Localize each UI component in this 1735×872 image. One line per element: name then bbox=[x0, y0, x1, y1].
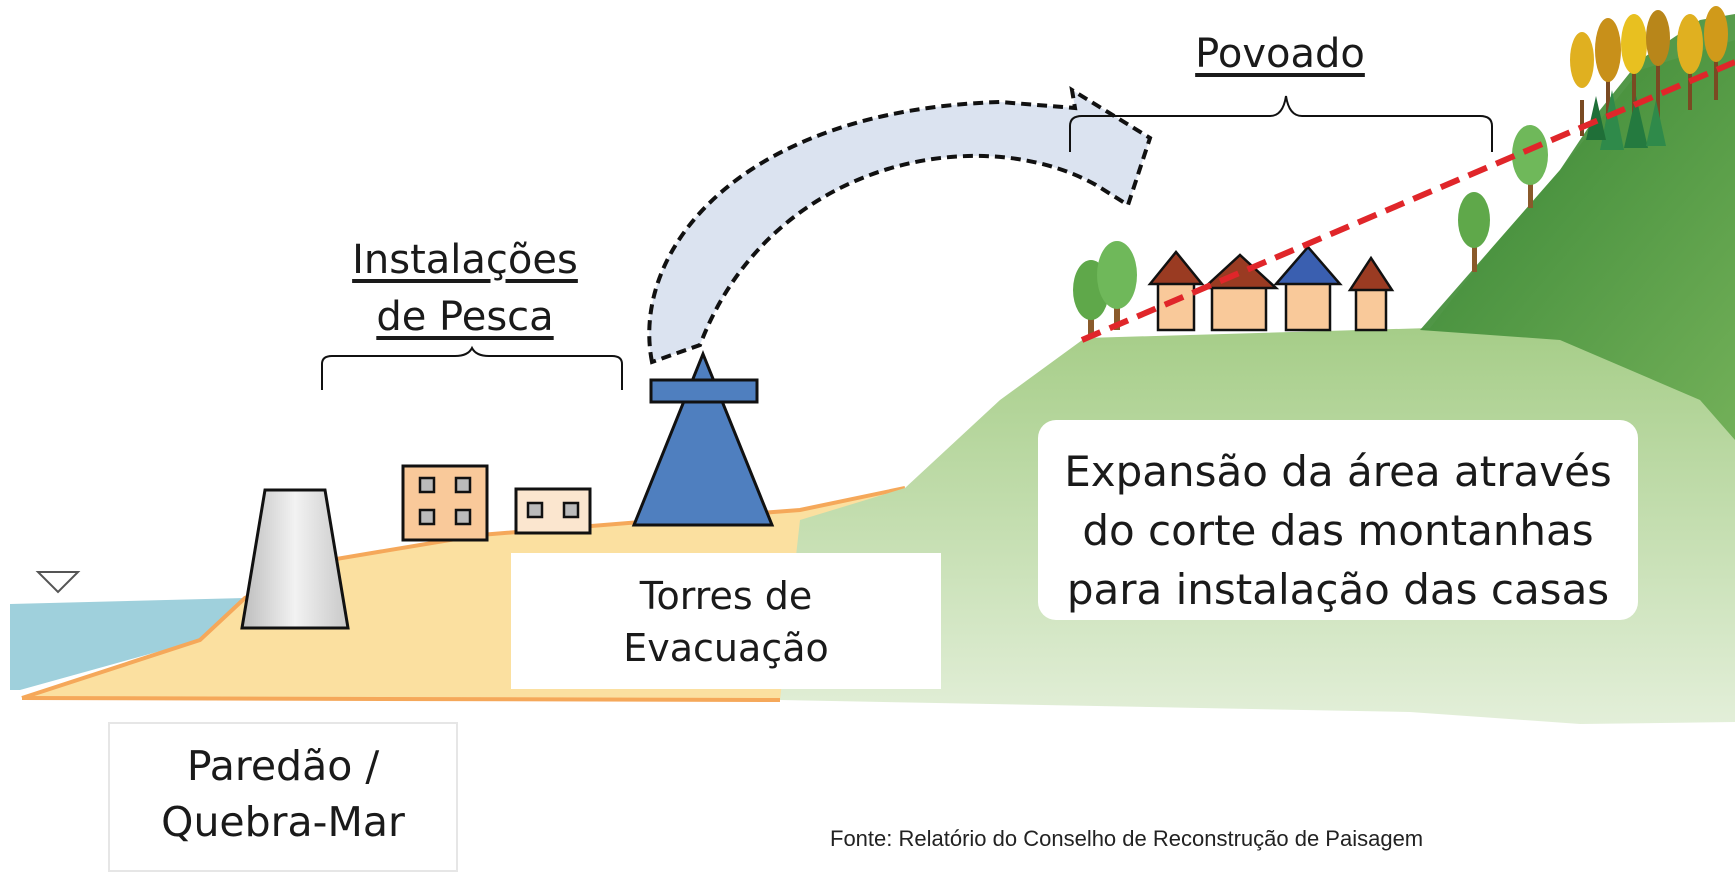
house-icon bbox=[1147, 250, 1205, 332]
fishing-building-icon bbox=[514, 487, 592, 535]
house-icon bbox=[1273, 245, 1343, 332]
label-instalacoes-line1: Instalações bbox=[352, 237, 578, 283]
label-box-expansao: Expansão da área através do corte das mo… bbox=[1038, 420, 1638, 620]
water-level-icon bbox=[35, 571, 81, 594]
sea bbox=[10, 598, 245, 690]
label-instalacoes-de-pesca: Instalações de Pesca bbox=[330, 232, 600, 346]
label-paredao-line2: Quebra-Mar bbox=[161, 798, 405, 846]
label-povoado: Povoado bbox=[1195, 31, 1365, 77]
relocation-arrow-icon bbox=[647, 85, 1153, 365]
label-paredao-line1: Paredão / bbox=[186, 742, 380, 790]
label-box-paredao-quebra-mar: Paredão / Quebra-Mar bbox=[108, 722, 458, 872]
house-icon bbox=[1347, 255, 1395, 332]
label-expansao-line1: Expansão da área através bbox=[1064, 447, 1612, 496]
label-box-torres-de-evacuacao: Torres de Evacuação bbox=[511, 553, 941, 689]
label-torres-line2: Evacuação bbox=[623, 626, 829, 670]
tree-icon bbox=[1570, 6, 1728, 150]
label-instalacoes-line2: de Pesca bbox=[376, 294, 554, 340]
label-expansao-line3: para instalação das casas bbox=[1066, 565, 1610, 614]
source-caption: Fonte: Relatório do Conselho de Reconstr… bbox=[830, 826, 1424, 851]
label-expansao-line2: do corte das montanhas bbox=[1082, 506, 1594, 555]
evacuation-tower-icon bbox=[631, 349, 775, 527]
house-icon bbox=[1200, 253, 1280, 332]
fishing-building-icon bbox=[401, 464, 489, 542]
tree-icon bbox=[1458, 125, 1548, 272]
tree-icon bbox=[1073, 241, 1137, 336]
shoreline bbox=[21, 486, 906, 700]
brace-instalacoes bbox=[321, 345, 623, 390]
seawall-icon bbox=[240, 488, 350, 630]
label-torres-line1: Torres de bbox=[639, 574, 813, 618]
brace-povoado bbox=[1069, 95, 1493, 152]
